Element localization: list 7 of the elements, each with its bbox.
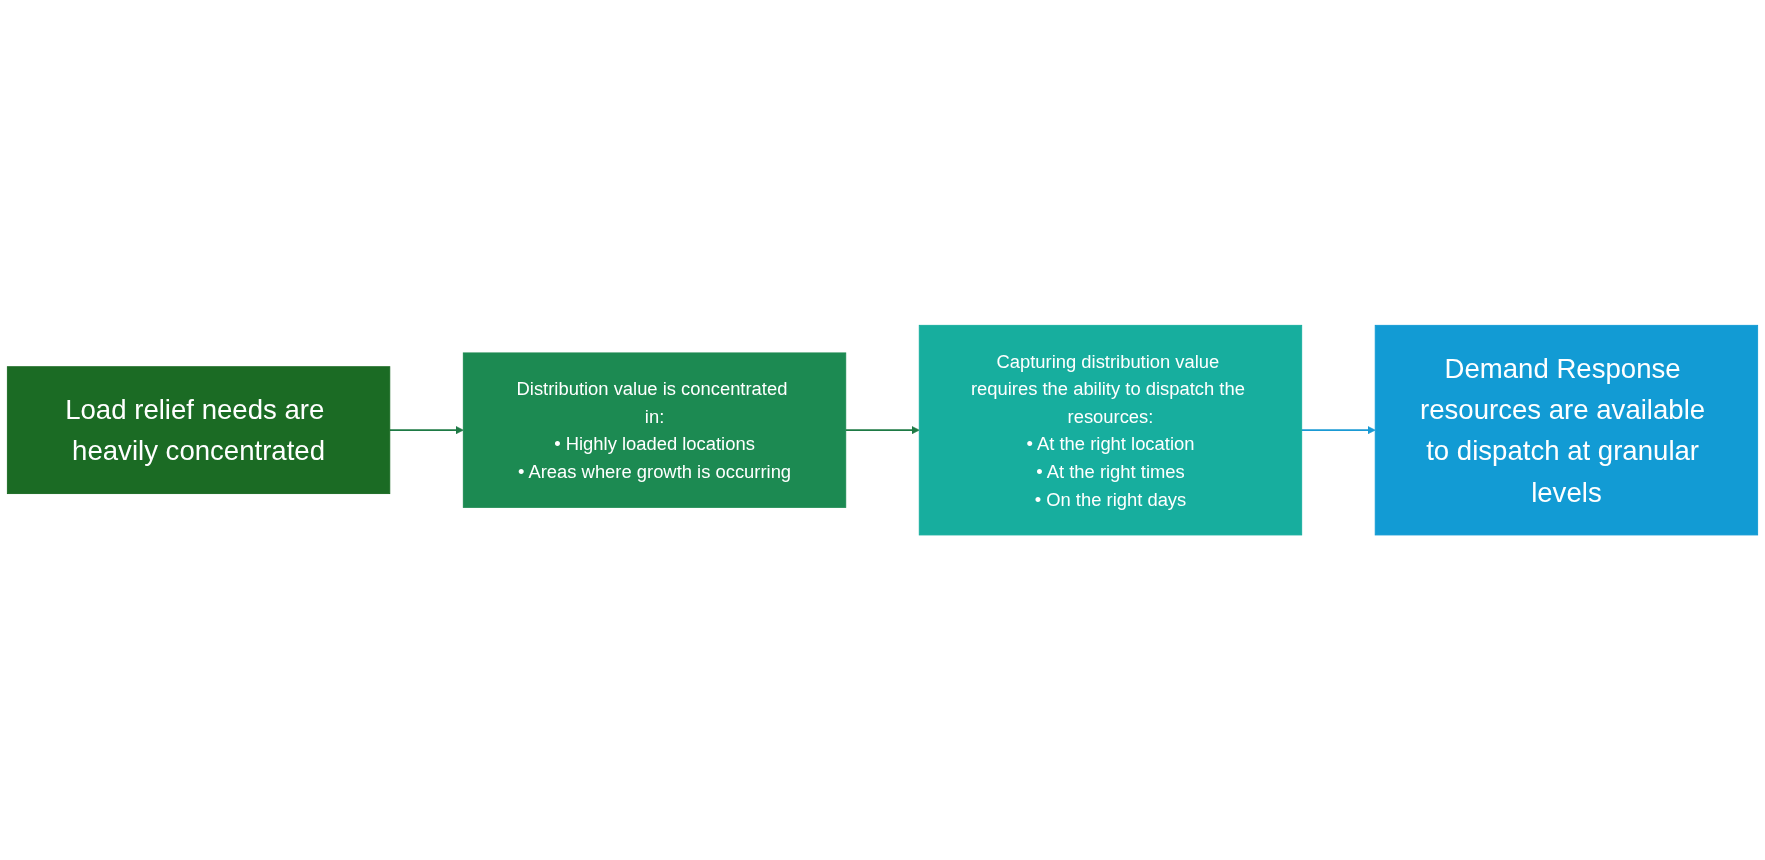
node-box: Load relief needs are heavily concentrated [6,366,391,494]
node-box: Demand Response resources are available to dispatch at granular levels [1374,324,1759,536]
node-box: Capturing distribution value requires the ability to dispatch the resources: • At the right location • At the right times • On the right days [918,324,1303,536]
arrow [1300,425,1376,435]
arrow [388,425,464,435]
arrow [844,425,920,435]
node-box: Distribution value is concentrated in: • Highly loaded locations • Areas where growth is occurring [462,352,847,508]
